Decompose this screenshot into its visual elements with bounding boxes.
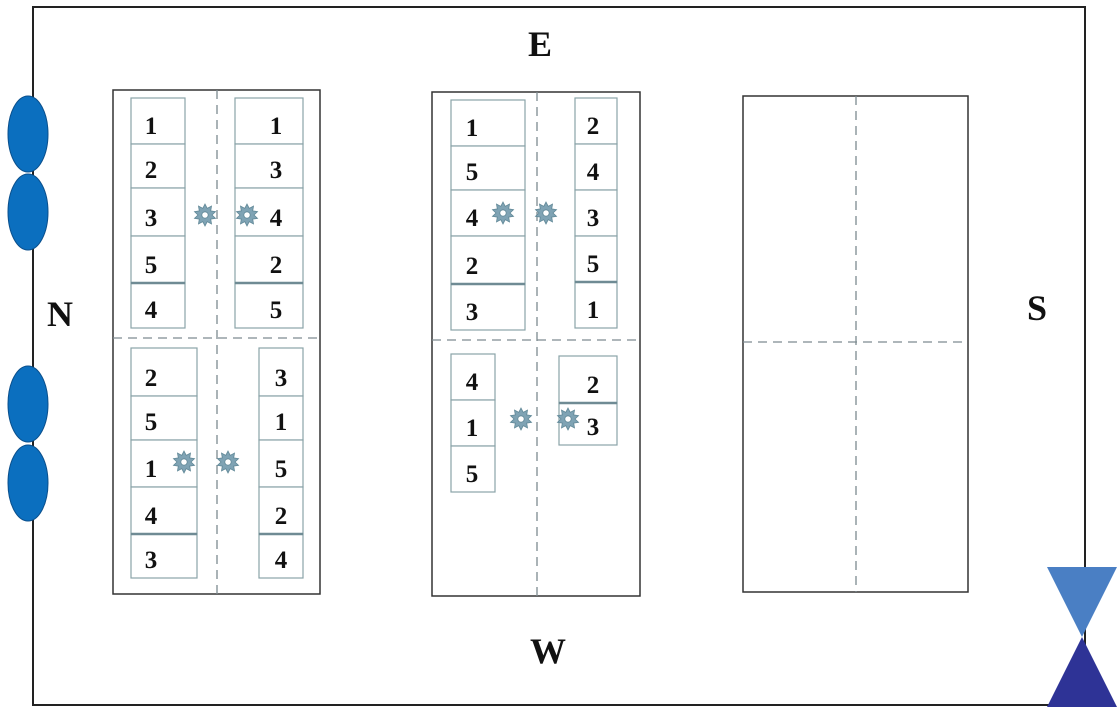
pot-cell [130,486,198,535]
valve-bottom-triangle [1047,637,1117,707]
pot-cell-number: 5 [275,456,288,483]
pot-cell [130,143,186,189]
pot-cell-number: 4 [145,297,158,324]
sprinkler-icon [172,450,196,474]
direction-west-label: W [530,631,566,671]
direction-north-label: N [47,294,73,334]
bench-2 [431,91,641,597]
valve-top-triangle [1047,567,1117,637]
pot-cell [574,143,618,191]
direction-east-label: E [528,24,552,64]
greenhouse-outline [32,6,1086,706]
pot-cell [130,533,198,579]
pot-cell [130,97,186,145]
pot-cell-number: 3 [275,365,288,392]
pot-cell [130,235,186,284]
bench-2-outline [431,91,641,597]
pot-cell [258,533,304,579]
pot-cell-number: 1 [275,409,288,436]
sprinkler-group [172,201,580,474]
pot-cell-number: 1 [587,297,600,324]
sprinkler-icon [216,450,240,474]
pot-cell [130,347,198,397]
direction-south-label: S [1027,288,1047,328]
pot-cell [130,282,186,329]
pot-cell [258,486,304,535]
fan-group [7,95,49,522]
pot-cell-number: 4 [466,205,479,232]
pot-cell [450,145,526,191]
pot-cell [450,99,526,147]
pot-cell-number: 5 [587,251,600,278]
pot-cell-number: 4 [270,205,283,232]
pot-cell [234,235,304,284]
pot-cell-number: 1 [270,113,283,140]
pot-cell [258,347,304,397]
pot-cell [450,283,526,331]
pot-cell-number: 5 [145,409,158,436]
pot-cell [130,187,186,237]
fan-icon [7,365,49,443]
sprinkler-icon [556,407,580,431]
pot-cell [234,282,304,329]
pot-cell [450,353,496,401]
pot-cell-number: 3 [587,414,600,441]
sprinkler-icon [491,201,515,225]
bench-3 [742,95,969,593]
pot-cell-number: 5 [466,159,479,186]
sprinkler-icon [235,203,259,227]
pot-cell-number: 4 [587,159,600,186]
pot-cell-number: 2 [275,503,288,530]
pot-cell [574,189,618,237]
pot-cell-number: 4 [145,503,158,530]
pot-cell [130,395,198,441]
pot-cell-number: 1 [145,456,158,483]
pot-cell-number: 3 [587,205,600,232]
pot-cell-number: 4 [275,547,288,574]
pot-cell-number: 2 [145,157,158,184]
pot-cell-number: 3 [145,547,158,574]
pot-cell [234,143,304,189]
pot-cell-number: 1 [145,113,158,140]
pot-cell-number: 2 [466,253,479,280]
pot-cell-number: 2 [270,252,283,279]
fan-icon [7,173,49,251]
pot-cell-number: 5 [145,252,158,279]
pot-cell-number: 5 [466,461,479,488]
pot-cell-number: 3 [270,157,283,184]
pot-cell [450,445,496,493]
pot-cell-number: 1 [466,115,479,142]
pot-cell [258,395,304,441]
pot-cell [450,189,526,237]
pot-cell-number: 2 [587,113,600,140]
fan-icon [7,95,49,173]
pot-cell [558,355,618,404]
pot-cell-number: 2 [145,365,158,392]
pot-cell [574,235,618,283]
pot-cell-number: 2 [587,372,600,399]
valve-icon [1047,567,1117,707]
bench-1 [112,89,321,595]
pot-cell [450,235,526,285]
pot-cell-number: 1 [466,415,479,442]
pot-cell-number: 3 [145,205,158,232]
pot-cell-number: 5 [270,297,283,324]
sprinkler-icon [193,203,217,227]
pot-cell [574,281,618,329]
sprinkler-icon [534,201,558,225]
pot-cell-number: 3 [466,299,479,326]
pot-cell [450,399,496,447]
pot-cell-number: 4 [466,369,479,396]
sprinkler-icon [509,407,533,431]
fan-icon [7,444,49,522]
